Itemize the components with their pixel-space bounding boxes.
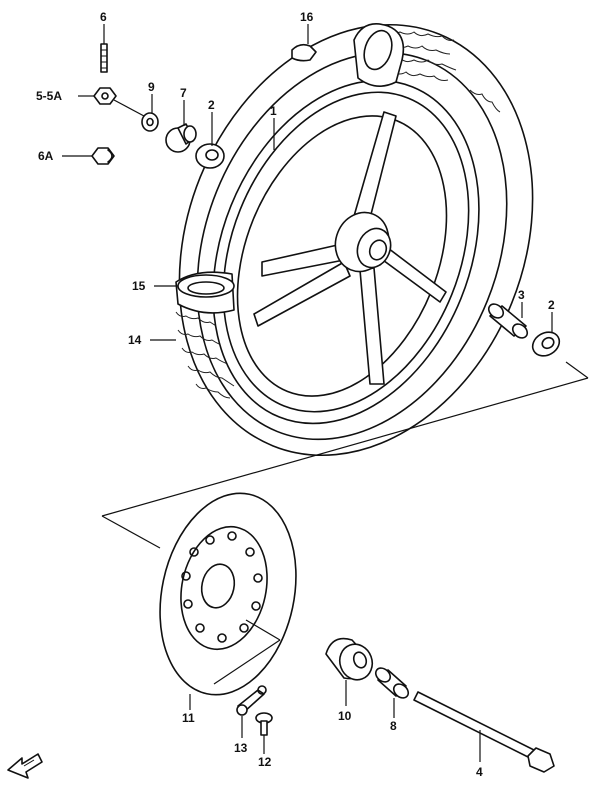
callout-10: 10	[338, 709, 352, 723]
collar-7	[165, 123, 197, 153]
callout-8: 8	[390, 719, 397, 733]
leader-lines	[62, 24, 553, 762]
tire-section-upper	[353, 23, 405, 87]
callout-6: 6	[100, 10, 107, 24]
callout-5-5a: 5-5A	[36, 89, 62, 103]
callout-14: 14	[128, 333, 142, 347]
callout-12: 12	[258, 755, 272, 769]
axle-4	[413, 691, 555, 773]
spacer-3	[487, 303, 529, 339]
callout-9: 9	[148, 80, 155, 94]
wheel-rim	[212, 79, 480, 425]
callout-13: 13	[234, 741, 248, 755]
bearing-2-left	[195, 143, 225, 169]
tube-section-15	[175, 271, 235, 314]
stud-bolt-6	[100, 43, 108, 73]
assembly-lines	[101, 361, 589, 685]
callout-1: 1	[270, 104, 277, 118]
callout-7: 7	[180, 86, 187, 100]
callout-16: 16	[300, 10, 314, 24]
callout-3: 3	[518, 288, 525, 302]
callout-2-right: 2	[548, 298, 555, 312]
bolt-12	[255, 712, 273, 736]
callout-4: 4	[476, 765, 483, 779]
nut-6a	[91, 147, 115, 165]
callout-15: 15	[132, 279, 146, 293]
valve-cap-16	[291, 43, 317, 62]
washer-9	[141, 112, 159, 132]
collar-10	[325, 637, 374, 681]
callout-6a: 6A	[38, 149, 54, 163]
nut-5-5a	[93, 87, 117, 105]
callout-labels: 6 5-5A 9 7 2 6A 16 1 15 14 3 2 11 13 12 …	[36, 10, 555, 779]
spacer-8	[374, 667, 410, 699]
lock-plate-13	[236, 685, 267, 716]
front-direction-arrow-icon	[7, 753, 43, 779]
bearing-2-right	[531, 331, 561, 357]
callout-2-left: 2	[208, 98, 215, 112]
callout-11: 11	[182, 711, 195, 725]
brake-disc	[159, 492, 297, 696]
